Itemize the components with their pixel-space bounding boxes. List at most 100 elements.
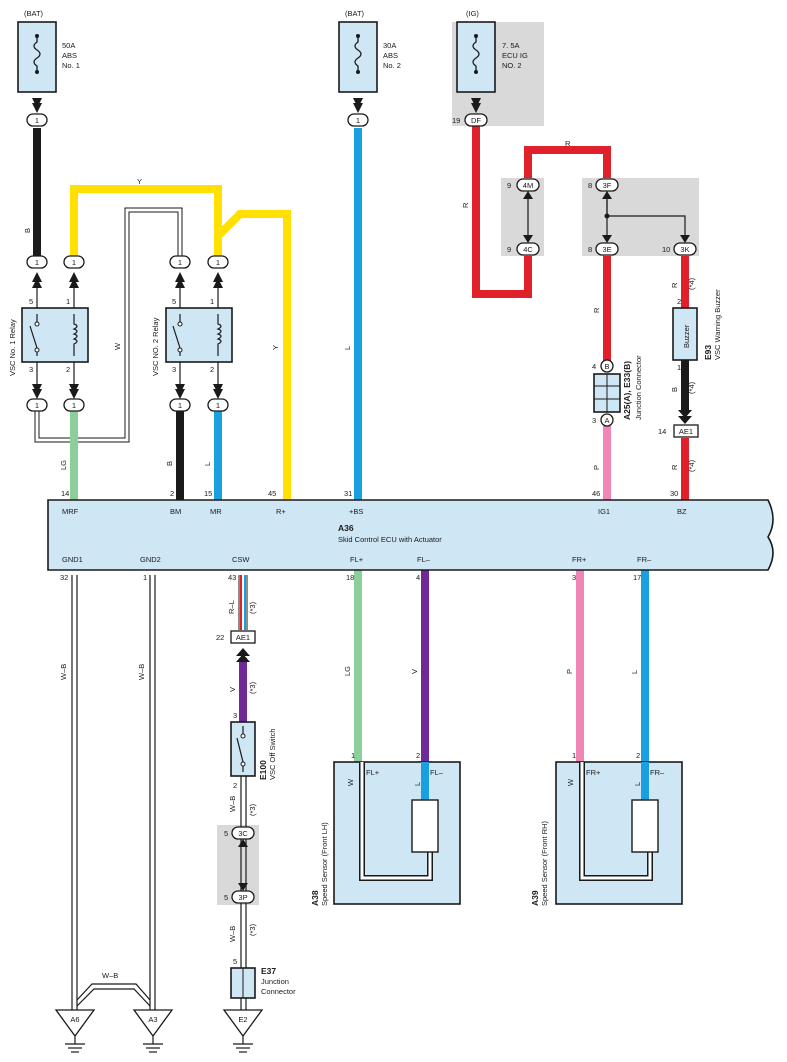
ecu-pin-3-num: 3: [572, 573, 576, 582]
fuse2-pin: [347, 113, 369, 127]
ae1-bottom-pin: 22: [216, 633, 224, 642]
ecu-pin-csw: CSW: [232, 555, 250, 564]
ecu-pin-1-num: 1: [143, 573, 147, 582]
e37-line1: Junction: [261, 977, 289, 986]
junction-connector-a25-e33: [593, 359, 621, 427]
relay1-pin2: 2: [66, 365, 70, 374]
ecu-pin-31-num: 31: [344, 489, 352, 498]
ecu-pin-gnd2: GND2: [140, 555, 161, 564]
a25-name: Junction Connector: [634, 355, 643, 420]
lh-name: Speed Sensor (Front LH): [320, 822, 329, 906]
wire-label-b2: B: [165, 461, 174, 466]
fuse3-name: ECU IG: [502, 51, 528, 60]
relay-arrows-bottom: [32, 384, 223, 399]
wire-label-l2: L: [203, 462, 212, 466]
wire-label-b1: B: [23, 228, 32, 233]
fuse-ecu-ig-no2: [456, 21, 496, 93]
ground-a6-label: A6: [70, 1015, 79, 1024]
ae1-top-pin: 14: [658, 427, 666, 436]
conn-3c-num: 5: [224, 829, 228, 838]
ground-e2-label: E2: [238, 1015, 247, 1024]
buzzer-label: Buzzer: [682, 324, 691, 348]
note-4c: (*4): [687, 459, 696, 472]
wire-label-wb4: W–B: [228, 796, 237, 812]
switch-code: E100: [258, 760, 268, 780]
wire-label-p2: P: [565, 669, 574, 674]
fuse2-name: ABS: [383, 51, 398, 60]
note-3c: (*3): [248, 803, 257, 816]
ground-a3-label: A3: [148, 1015, 157, 1024]
relay2-conn-a: 1: [178, 258, 182, 267]
wire-wb-gnd1: [71, 575, 78, 1010]
relay1-pin5: 5: [29, 297, 33, 306]
relay-stubs: [36, 288, 219, 384]
relay2-conn-d: 1: [216, 401, 220, 410]
speed-sensor-front-rh: [555, 761, 683, 905]
note-4a: (*4): [687, 277, 696, 290]
fuse1-rating: 50A: [62, 41, 75, 50]
wire-label-lg1: LG: [59, 460, 68, 470]
conn-4c-label: 4C: [523, 245, 533, 254]
wire-rl-csw: [238, 575, 248, 630]
wire-label-w: W: [113, 342, 122, 350]
fuse3-pin-label: DF: [471, 116, 481, 125]
wire-r-junction: [524, 146, 611, 178]
ground-a6-symbol: [54, 1009, 96, 1053]
e37-pin5: 5: [233, 957, 237, 966]
relay1-pin1: 1: [66, 297, 70, 306]
relay2-pin2: 2: [210, 365, 214, 374]
relay2-pin3: 3: [172, 365, 176, 374]
wire-label-r4: R: [670, 282, 679, 288]
relay1-conn-d: 1: [72, 401, 76, 410]
pin-b-label: B: [604, 362, 609, 371]
wire-label-l3: L: [630, 670, 639, 674]
ecu-pin-14-num: 14: [61, 489, 69, 498]
relay-vsc-no2: [165, 307, 233, 363]
pin-b-num: 4: [592, 362, 596, 371]
fuse2-pin-label: 1: [356, 116, 360, 125]
wire-label-lg2: LG: [343, 666, 352, 676]
ecu-pin-ig1: IG1: [598, 507, 610, 516]
lh-pin1: 1: [351, 751, 355, 760]
wire-label-y2: Y: [271, 345, 280, 350]
conn-3k-label: 3K: [680, 245, 689, 254]
fuse1-source: (BAT): [24, 9, 44, 18]
ecu-pin-mr: MR: [210, 507, 222, 516]
lh-l: L: [413, 782, 422, 786]
wire-label-v1: V: [228, 687, 237, 692]
wire-wb-cross: [76, 983, 151, 1007]
buzzer-pin1: 1: [677, 363, 681, 372]
wire-label-rl: R–L: [227, 600, 236, 614]
ecu-pin-17-num: 17: [633, 573, 641, 582]
note-3b: (*3): [248, 681, 257, 694]
fuse3-pin-number: 19: [452, 116, 460, 125]
ecu-pin-gnd1: GND1: [62, 555, 83, 564]
switch-pin2: 2: [233, 781, 237, 790]
ecu-code: A36: [338, 523, 354, 533]
relay2-label: VSC NO. 2 Relay: [151, 317, 160, 376]
wire-label-b3: B: [670, 387, 679, 392]
note-4b: (*4): [687, 381, 696, 394]
e37-line2: Connector: [261, 987, 296, 996]
a25-code: A25(A), E33(B): [622, 361, 632, 420]
wire-label-r2: R: [565, 139, 571, 148]
rh-l: L: [633, 782, 642, 786]
note-3d: (*3): [248, 923, 257, 936]
ae1-connector-bottom: [230, 630, 256, 662]
conn-3f-num: 8: [588, 181, 592, 190]
ecu-pin-rplus: R+: [276, 507, 286, 516]
wire-wb-e2: [240, 998, 247, 1010]
wire-label-r1: R: [461, 202, 470, 208]
fuse-arrows: [32, 98, 481, 113]
lh-neg: FL–: [430, 768, 444, 777]
junction-3f-3e-3k: [595, 178, 697, 256]
ecu-pin-30-num: 30: [670, 489, 678, 498]
wire-label-wb1: W–B: [59, 664, 68, 680]
ecu-pin-2-num: 2: [170, 489, 174, 498]
rh-w: W: [566, 778, 575, 786]
conn-3f-label: 3F: [603, 181, 612, 190]
fuse1-pin-label: 1: [35, 116, 39, 125]
ecu-pin-4-num: 4: [416, 573, 420, 582]
conn-3k-num: 10: [662, 245, 670, 254]
